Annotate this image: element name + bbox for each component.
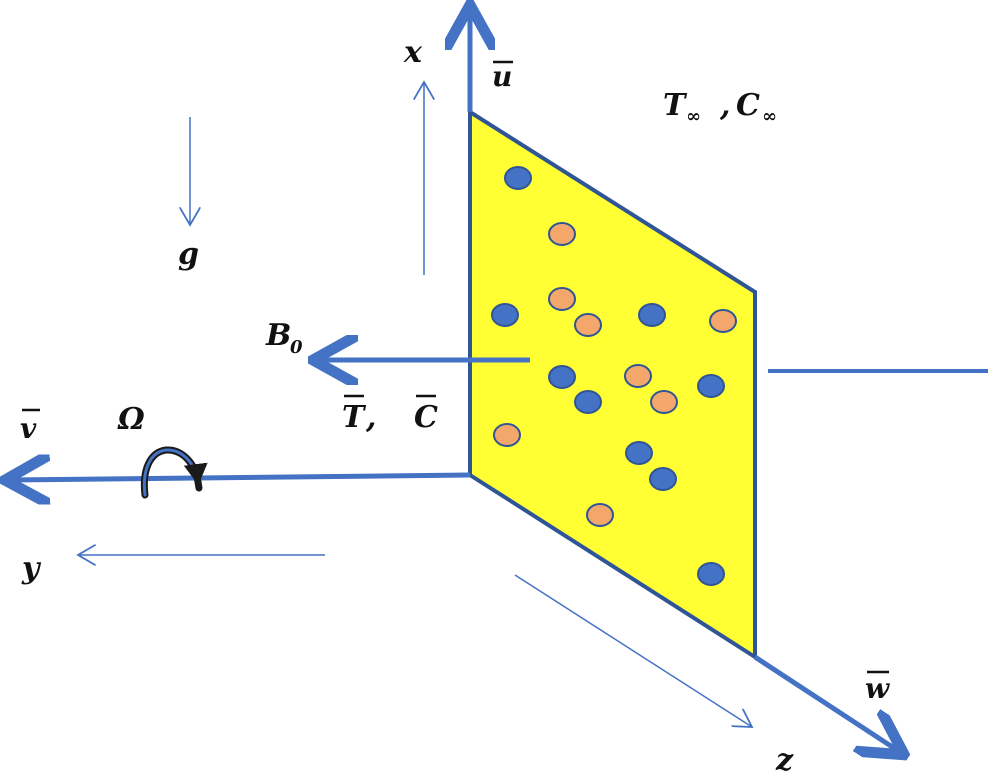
particle-orange bbox=[548, 287, 576, 311]
label-ambient-conditions: T ∞ , C ∞ bbox=[663, 88, 777, 127]
particle-blue bbox=[697, 562, 725, 586]
svg-text:0: 0 bbox=[290, 337, 303, 358]
label-x: x bbox=[403, 35, 423, 70]
particle-blue bbox=[638, 303, 666, 327]
label-b0: B 0 bbox=[265, 318, 303, 358]
particle-orange bbox=[650, 390, 678, 414]
label-u-bar: u bbox=[492, 60, 513, 93]
svg-text:∞: ∞ bbox=[762, 106, 777, 127]
svg-text:∞: ∞ bbox=[686, 106, 701, 127]
svg-text:,: , bbox=[365, 400, 376, 435]
label-v-bar: v bbox=[20, 408, 40, 445]
svg-text:B: B bbox=[265, 318, 291, 353]
svg-text:,: , bbox=[719, 88, 730, 123]
rotation-icon bbox=[140, 446, 208, 499]
particle-orange bbox=[624, 364, 652, 388]
particle-orange bbox=[574, 313, 602, 337]
particle-blue bbox=[574, 390, 602, 414]
label-z: z bbox=[775, 743, 794, 776]
label-omega: Ω bbox=[117, 402, 145, 437]
orange-particles bbox=[493, 222, 737, 527]
svg-text:C: C bbox=[414, 400, 438, 435]
z-axis-arrow bbox=[753, 654, 900, 752]
svg-text:v: v bbox=[20, 412, 37, 445]
y-axis-arrow bbox=[10, 475, 471, 480]
label-w-bar: w bbox=[865, 670, 890, 705]
svg-text:u: u bbox=[492, 60, 512, 93]
svg-text:w: w bbox=[865, 672, 890, 705]
z-direction-thin-arrow bbox=[514, 574, 752, 727]
particle-orange bbox=[493, 423, 521, 447]
label-g: g bbox=[178, 237, 199, 272]
particle-blue bbox=[625, 441, 653, 465]
particle-blue bbox=[697, 374, 725, 398]
blue-particles bbox=[491, 166, 725, 586]
svg-text:T: T bbox=[342, 400, 367, 435]
svg-text:C: C bbox=[736, 88, 760, 123]
particle-blue bbox=[548, 365, 576, 389]
label-y: y bbox=[21, 551, 42, 586]
particle-blue bbox=[504, 166, 532, 190]
particle-blue bbox=[649, 467, 677, 491]
particle-blue bbox=[491, 303, 519, 327]
particle-orange bbox=[586, 503, 614, 527]
svg-text:T: T bbox=[663, 88, 688, 123]
nanoparticles bbox=[491, 166, 737, 586]
particle-orange bbox=[548, 222, 576, 246]
particle-orange bbox=[709, 309, 737, 333]
label-t-bar-c-bar: T , C bbox=[342, 394, 438, 435]
